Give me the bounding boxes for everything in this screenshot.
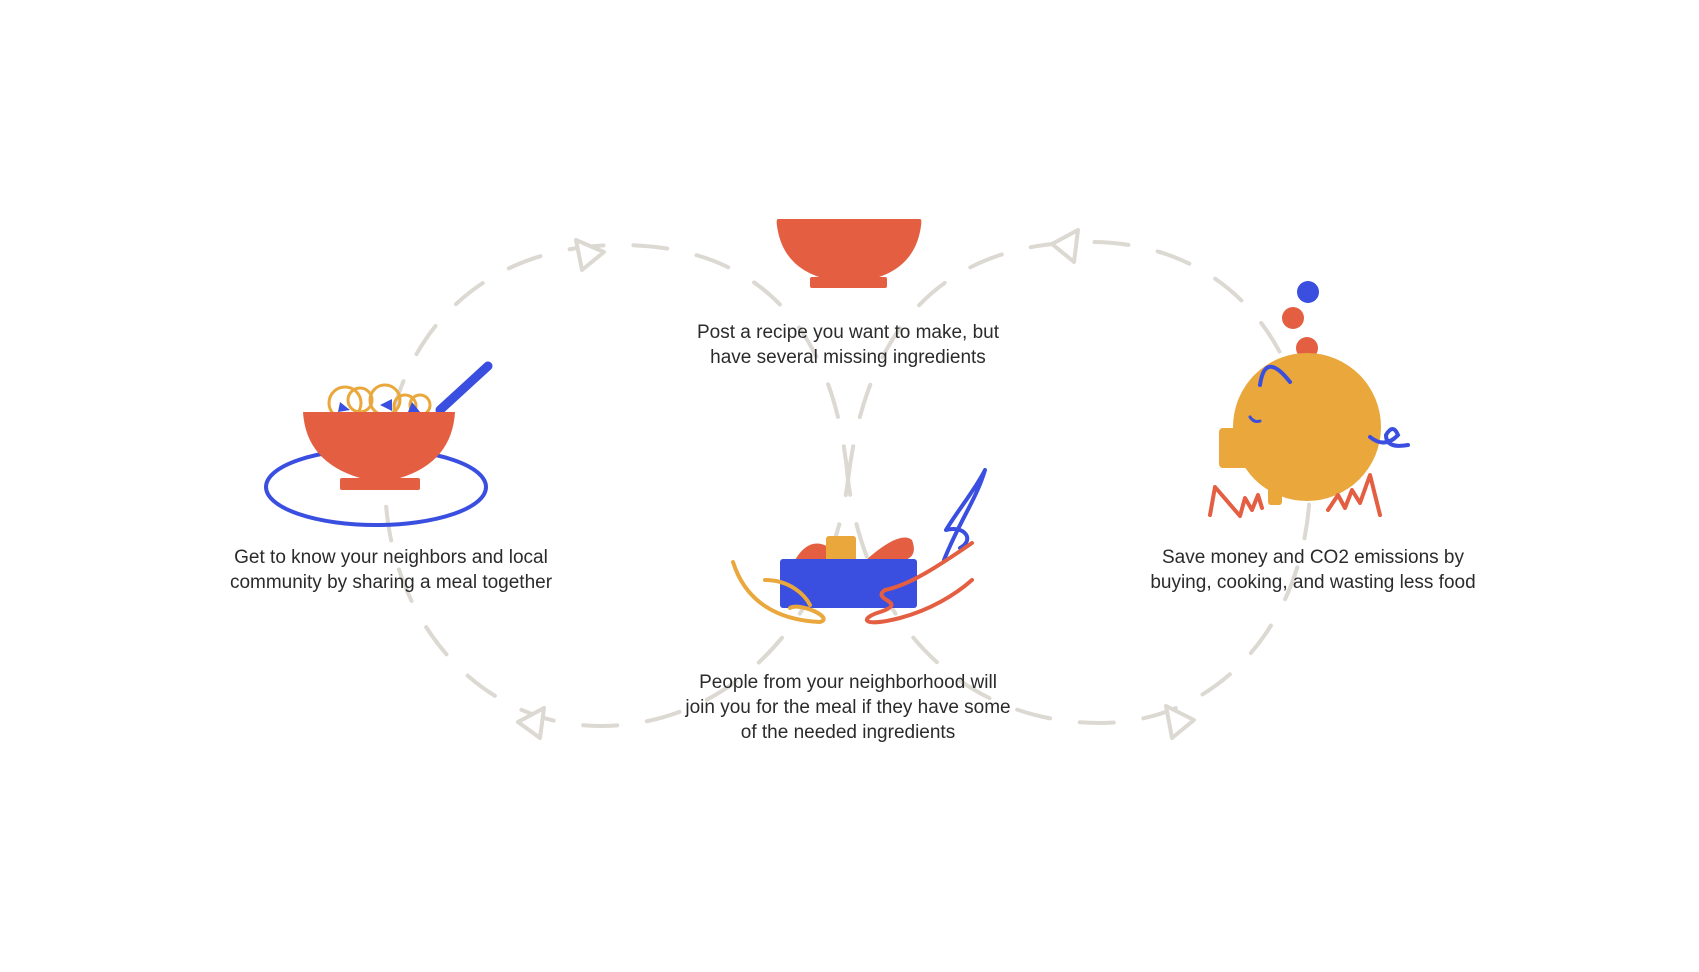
caption-line: join you for the meal if they have some <box>685 697 1011 718</box>
ingredient-box-icon <box>731 468 987 625</box>
noodle-bowl-icon <box>264 361 493 527</box>
step-post-recipe-caption: Post a recipe you want to make, but have… <box>638 320 1058 370</box>
arrow-icon <box>516 706 546 740</box>
caption-line: community by sharing a meal together <box>229 572 553 593</box>
step-neighbors-join-caption: People from your neighborhood will join … <box>628 670 1068 745</box>
caption-line: have several missing ingredients <box>710 347 986 368</box>
caption-line: Save money and CO2 emissions by <box>1161 547 1465 568</box>
arrow-icon <box>1164 704 1196 740</box>
left-loop-path <box>382 242 850 729</box>
arrow-icon <box>574 238 606 272</box>
caption-line: Post a recipe you want to make, but <box>696 322 1000 343</box>
step-community-caption: Get to know your neighbors and local com… <box>181 545 601 595</box>
arrow-icon <box>1050 228 1080 264</box>
caption-line: of the needed ingredients <box>740 722 956 743</box>
right-loop-path <box>846 239 1313 726</box>
bowl-icon <box>776 219 922 288</box>
step-save-money-caption: Save money and CO2 emissions by buying, … <box>1103 545 1523 595</box>
piggy-bank-icon <box>1208 281 1410 518</box>
caption-line: People from your neighborhood will <box>699 672 997 693</box>
caption-line: Get to know your neighbors and local <box>234 547 548 568</box>
caption-line: buying, cooking, and wasting less food <box>1150 572 1476 593</box>
